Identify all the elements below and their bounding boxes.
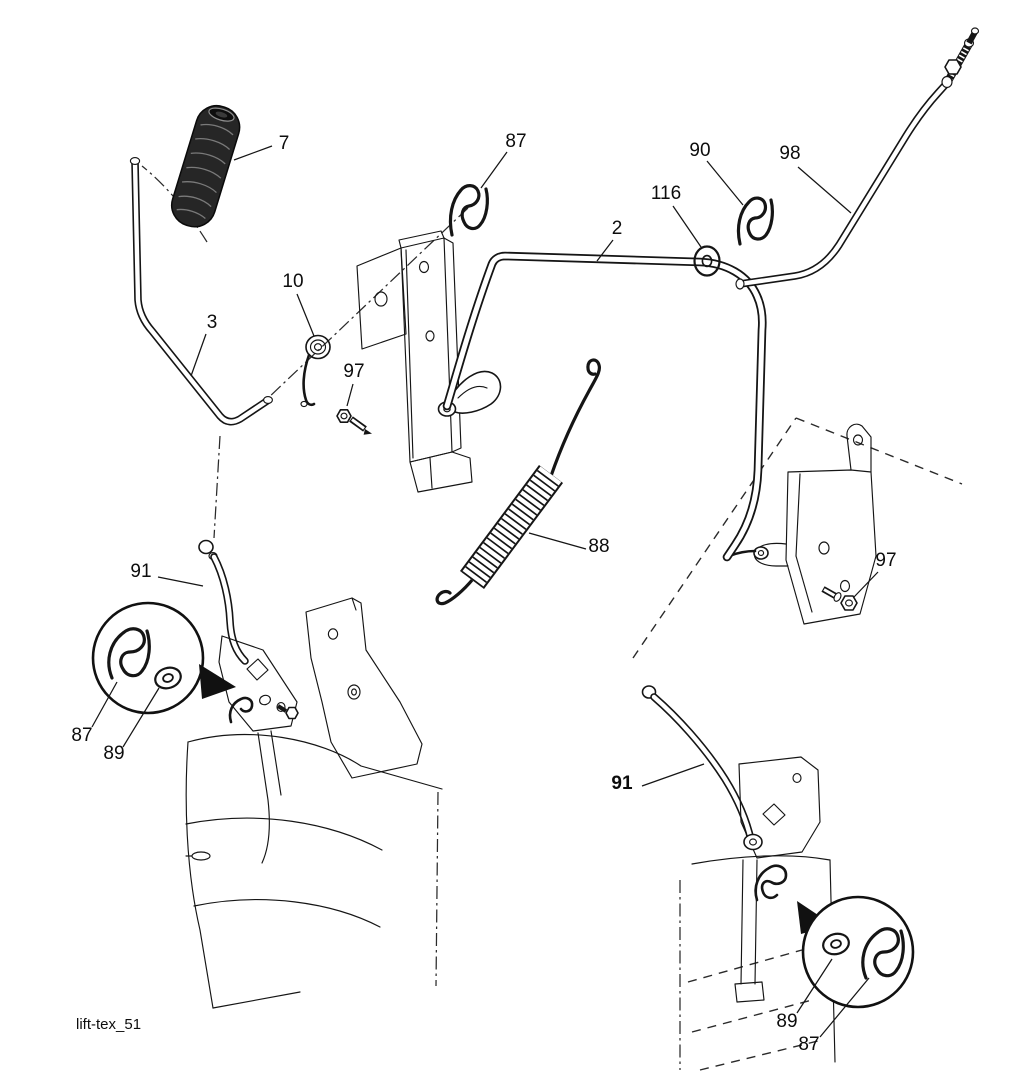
leader-10 [296, 293, 315, 337]
leader-116 [672, 205, 702, 248]
rod-end [129, 157, 141, 165]
detail-circle-right [801, 895, 915, 1009]
lift-rod-2 [442, 251, 767, 562]
adjustment-nut [944, 59, 962, 75]
right-lift-bracket [727, 423, 877, 625]
lever-ball-end [198, 539, 214, 555]
callout-7: 7 [279, 133, 290, 154]
leader-91-left [157, 576, 204, 587]
plate-hole [276, 702, 286, 712]
leader-88 [528, 532, 587, 550]
left-deck-bracket [305, 597, 423, 779]
center-lift-bracket [356, 230, 502, 493]
drawing-label: lift-tex_51 [76, 1016, 141, 1033]
torsion-spring-10 [300, 334, 331, 408]
leader-87-detail-left [91, 681, 118, 728]
callout-97-left: 97 [343, 361, 364, 382]
callout-3: 3 [207, 312, 218, 333]
leader-7 [233, 145, 273, 161]
callout-89-detail-left: 89 [103, 743, 124, 764]
handle-grip-7 [170, 104, 241, 228]
nut [285, 706, 299, 720]
bolt-head [336, 409, 352, 423]
leader-87-top [480, 151, 508, 189]
spring-coils [461, 466, 562, 588]
leader-97-right [853, 571, 879, 598]
pointer-arrow [199, 664, 236, 699]
detail-clip-87 [107, 627, 151, 680]
bracket-hole [818, 541, 830, 555]
square-hole [246, 658, 269, 681]
detail-washer-89 [822, 932, 850, 956]
detail-washer-89 [154, 666, 182, 690]
zoom-region-dashed-lines [632, 417, 963, 659]
callout-2: 2 [612, 218, 623, 239]
hairpin-clip-90 [736, 196, 774, 246]
callout-90: 90 [689, 140, 710, 161]
callout-labels: 7 87 90 98 116 2 10 3 97 88 97 91 87 89 … [71, 131, 896, 1055]
callout-91-left: 91 [130, 561, 151, 582]
callout-87-top: 87 [505, 131, 526, 152]
bolt-97-left [336, 409, 372, 435]
washer-116 [693, 245, 721, 277]
callout-10: 10 [282, 271, 303, 292]
rod-end [263, 396, 273, 404]
callout-87-detail-right: 87 [798, 1034, 819, 1055]
left-deck [185, 734, 443, 1009]
bracket-hole [839, 579, 851, 593]
callout-89-detail-right: 89 [776, 1011, 797, 1032]
callout-98: 98 [779, 143, 800, 164]
installed-clip [754, 864, 788, 902]
right-deck [679, 855, 836, 1071]
left-lever-91 [198, 539, 299, 864]
leader-3 [190, 333, 207, 377]
leader-97-left [346, 383, 354, 407]
installed-washer [259, 694, 271, 706]
bracket-hole [327, 628, 339, 640]
lift-link-rod-98 [735, 27, 980, 290]
callout-97-right: 97 [875, 550, 896, 571]
square-hole [762, 803, 786, 826]
bracket-hole [374, 291, 388, 307]
leader-98 [797, 166, 852, 214]
leader-90 [706, 160, 744, 206]
leader-91-right [641, 763, 705, 787]
rod-end [735, 278, 745, 290]
bolt-97-right [821, 586, 858, 611]
leader-2 [596, 239, 614, 262]
deck-slot [191, 851, 211, 861]
pivot-pin [753, 546, 769, 560]
bolt-head [840, 595, 858, 611]
callout-88: 88 [588, 536, 609, 557]
bracket-hole [347, 684, 361, 700]
detail-circle-left [91, 601, 236, 715]
callout-leader-lines [91, 145, 879, 1038]
leader-89-detail-left [122, 687, 160, 748]
installed-clip [228, 696, 254, 724]
bracket-hole [852, 434, 864, 446]
callout-87-detail-left: 87 [71, 725, 92, 746]
bracket-hole [425, 330, 435, 342]
leader-87-detail-right [819, 977, 870, 1038]
handle-rod-3 [129, 157, 273, 426]
callout-91-right: 91 [611, 773, 633, 794]
leader-89-detail-right [796, 958, 833, 1014]
callout-116: 116 [651, 183, 681, 204]
bracket-hole [418, 260, 430, 274]
hairpin-clip-87-top [448, 184, 489, 237]
extension-spring-88 [435, 358, 602, 606]
detail-clip-87 [861, 927, 905, 980]
pivot [743, 833, 763, 851]
plate-hole [792, 773, 802, 783]
